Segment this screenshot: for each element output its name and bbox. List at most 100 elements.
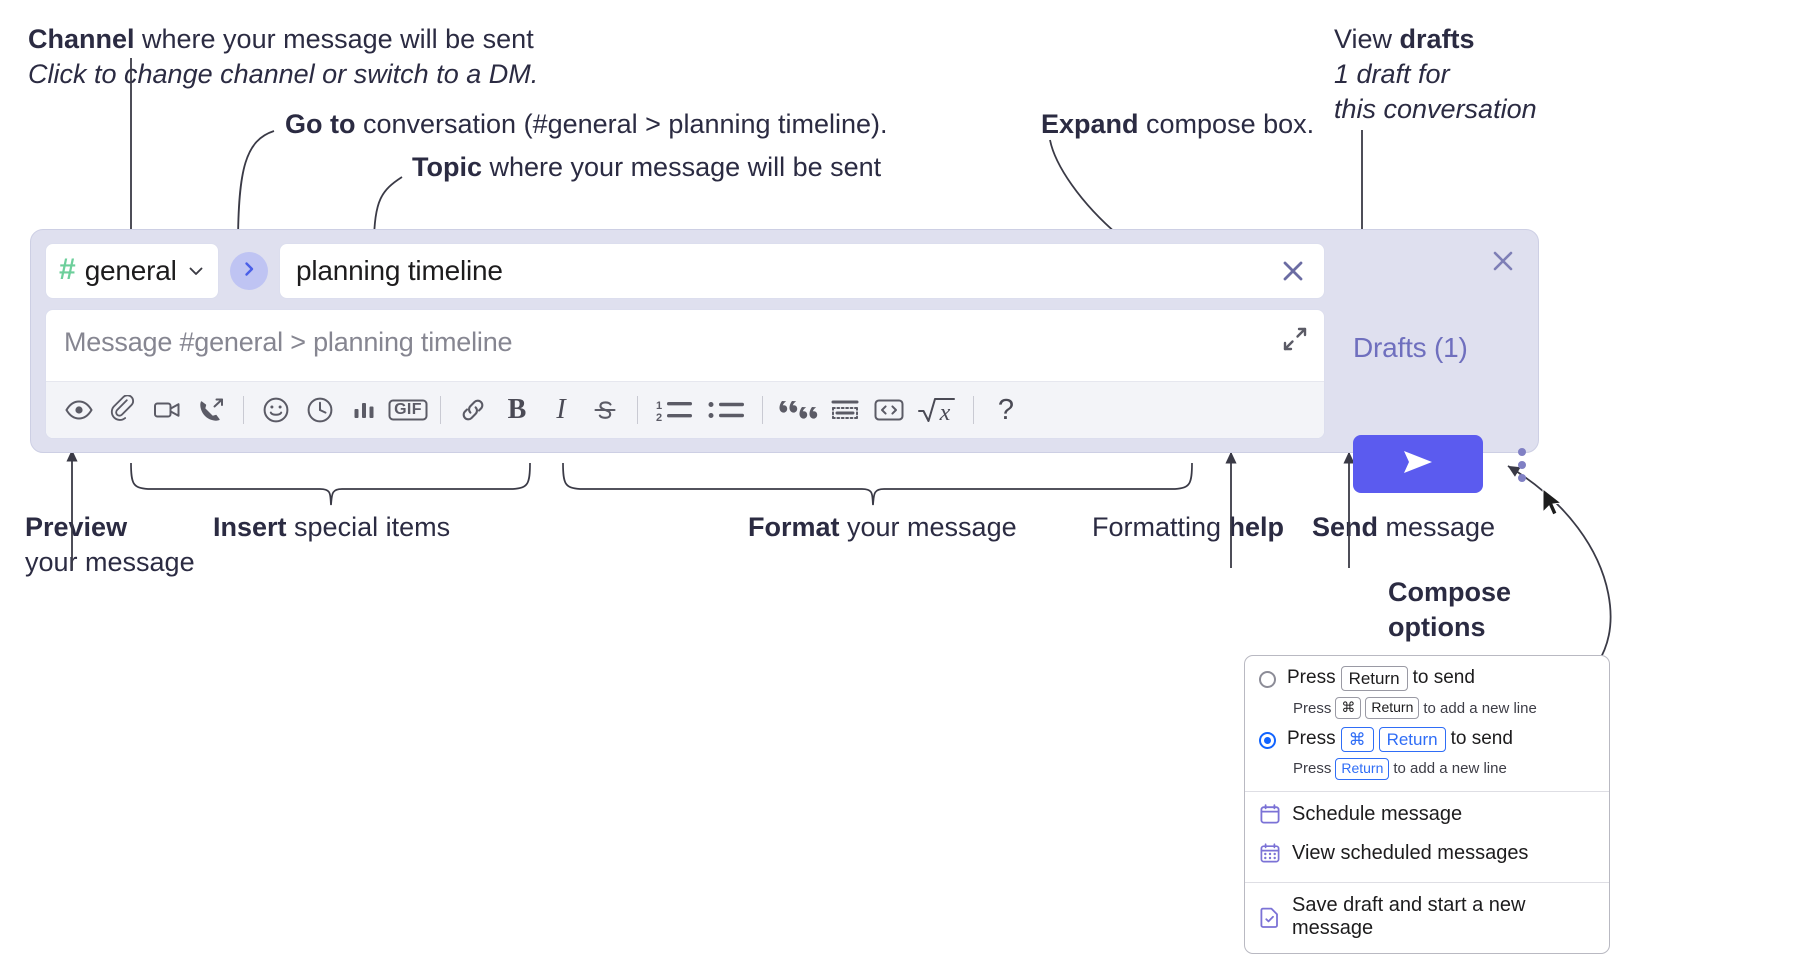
svg-text:2: 2	[656, 412, 662, 424]
more-options-icon	[1518, 474, 1526, 482]
option2-sub-post: to add a new line	[1393, 760, 1507, 778]
option1-post: to send	[1412, 667, 1475, 689]
send-button[interactable]	[1353, 435, 1483, 493]
gif-icon[interactable]: GIF	[386, 388, 430, 432]
video-icon[interactable]	[145, 388, 189, 432]
annotation-expand: Expand compose box.	[1041, 107, 1441, 142]
toolbar-separator	[637, 396, 638, 424]
chevron-down-icon	[187, 262, 205, 280]
bold-label: B	[507, 394, 527, 425]
code-icon[interactable]	[867, 388, 911, 432]
bold-icon[interactable]: B	[495, 388, 539, 432]
annotation-preview: Preview your message	[25, 510, 285, 580]
option2-sub-pre: Press	[1293, 760, 1332, 778]
menu-divider	[1245, 790, 1609, 792]
annotation-preview-sub: your message	[25, 547, 195, 578]
menu-option-text: Press ⌘ Return to send Press Return to a…	[1287, 726, 1513, 780]
poll-icon[interactable]	[342, 388, 386, 432]
goto-conversation-button[interactable]	[230, 252, 268, 290]
math-icon[interactable]: x	[911, 388, 963, 432]
menu-item-save-draft[interactable]: Save draft and start a new message	[1245, 883, 1609, 953]
help-icon[interactable]: ?	[984, 388, 1028, 432]
attachment-icon[interactable]	[101, 388, 145, 432]
more-options-icon	[1518, 448, 1526, 456]
close-icon[interactable]	[1278, 256, 1308, 286]
clock-icon[interactable]	[298, 388, 342, 432]
option2-post: to send	[1450, 727, 1513, 749]
key-command: ⌘	[1335, 697, 1362, 719]
annotation-send: Send message	[1312, 510, 1632, 545]
menu-item-view-scheduled-messages[interactable]: View scheduled messages	[1245, 834, 1609, 873]
topic-input[interactable]: planning timeline	[279, 243, 1325, 299]
menu-option-return-to-send[interactable]: Press Return to send Press ⌘ Return to a…	[1245, 656, 1609, 721]
strikethrough-icon[interactable]	[583, 388, 627, 432]
ordered-list-icon[interactable]: 1 2	[648, 388, 700, 432]
radio-button-selected[interactable]	[1259, 731, 1276, 749]
chevron-right-icon	[240, 260, 258, 283]
annotation-drafts-sub1: 1 draft for	[1334, 59, 1450, 90]
annotation-topic-bold: Topic	[412, 152, 482, 182]
option2-pre: Press	[1287, 727, 1336, 749]
toolbar-separator	[973, 396, 974, 424]
key-return: Return	[1365, 697, 1420, 719]
more-options-icon	[1518, 461, 1526, 469]
option1-sub-pre: Press	[1293, 699, 1332, 717]
emoji-icon[interactable]	[254, 388, 298, 432]
key-return: Return	[1340, 666, 1408, 692]
compose-header-row: # general planni	[45, 243, 1325, 299]
key-command: ⌘	[1340, 726, 1374, 752]
annotation-format-rest: your message	[839, 512, 1017, 542]
compose-inner: # general planni	[45, 243, 1325, 439]
annotation-drafts-sub2: this conversation	[1334, 94, 1537, 125]
annotation-preview-bold: Preview	[25, 512, 128, 542]
hash-icon: #	[59, 253, 76, 286]
bulleted-list-icon[interactable]	[700, 388, 752, 432]
annotation-insert-rest: special items	[286, 512, 451, 542]
topic-value: planning timeline	[296, 255, 503, 286]
italic-icon[interactable]: I	[539, 388, 583, 432]
annotation-channel: Channel where your message will be sent …	[28, 22, 648, 92]
toolbar-separator	[440, 396, 441, 424]
blockquote-icon[interactable]	[773, 388, 823, 432]
menu-item-schedule-message[interactable]: Schedule message	[1245, 792, 1609, 834]
math-variable: x	[939, 399, 951, 426]
annotation-send-bold: Send	[1312, 512, 1379, 542]
save-draft-icon	[1259, 906, 1281, 928]
code-block-icon[interactable]	[823, 388, 867, 432]
calendar-grid-icon	[1259, 842, 1281, 864]
channel-name: general	[84, 255, 177, 286]
gif-label: GIF	[394, 401, 422, 418]
annotation-format: Format your message	[748, 510, 1168, 545]
annotation-topic-rest: where your message will be sent	[482, 152, 882, 182]
expand-icon[interactable]	[1280, 324, 1310, 354]
preview-icon[interactable]	[57, 388, 101, 432]
huddle-icon[interactable]	[189, 388, 233, 432]
message-input-container[interactable]: Message #general > planning timeline	[45, 309, 1325, 439]
annotation-insert: Insert special items	[213, 510, 633, 545]
annotation-goto-bold: Go to	[285, 109, 356, 139]
menu-option-text: Press Return to send Press ⌘ Return to a…	[1287, 666, 1537, 719]
annotation-send-rest: message	[1378, 512, 1496, 542]
italic-label: I	[556, 394, 566, 425]
annotation-channel-rest: where your message will be sent	[134, 24, 534, 54]
calendar-icon	[1259, 803, 1281, 825]
menu-option-cmd-return-to-send[interactable]: Press ⌘ Return to send Press Return to a…	[1245, 721, 1609, 782]
annotation-goto-rest: conversation (#general > planning timeli…	[355, 109, 888, 139]
annotation-channel-bold: Channel	[28, 24, 135, 54]
annotation-drafts: View drafts 1 draft for this conversatio…	[1334, 22, 1804, 127]
annotation-drafts-bold: drafts	[1399, 24, 1475, 54]
close-icon[interactable]	[1488, 246, 1518, 276]
link-icon[interactable]	[451, 388, 495, 432]
annotation-help-bold: help	[1228, 512, 1285, 542]
annotation-expand-rest: compose box.	[1138, 109, 1315, 139]
message-placeholder: Message #general > planning timeline	[64, 327, 513, 357]
radio-button[interactable]	[1259, 671, 1276, 688]
annotation-compose-options-bold2: options	[1388, 611, 1486, 642]
drafts-link[interactable]: Drafts (1)	[1353, 332, 1468, 363]
option1-sub-post: to add a new line	[1423, 699, 1537, 717]
compose-options-button[interactable]	[1509, 445, 1535, 485]
help-label: ?	[997, 393, 1015, 426]
channel-selector[interactable]: # general	[45, 243, 219, 299]
annotation-channel-sub: Click to change channel or switch to a D…	[28, 59, 539, 90]
